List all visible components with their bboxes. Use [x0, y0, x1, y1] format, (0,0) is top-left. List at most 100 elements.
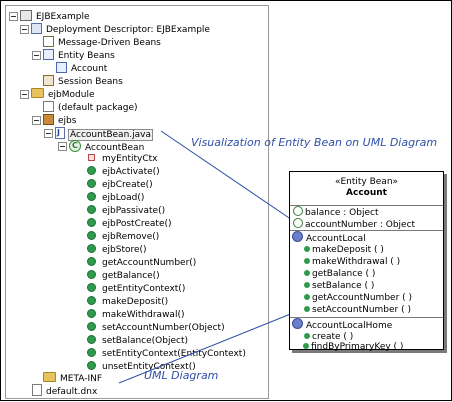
uml-local-interface: AccountLocal — [292, 231, 366, 244]
method-icon — [87, 361, 96, 370]
tree-item-label: ejbActivate() — [102, 167, 160, 177]
collapse-toggle[interactable] — [58, 142, 67, 151]
tree-item-method[interactable]: ejbCreate() — [86, 179, 154, 191]
tree-item-label: makeDeposit() — [102, 297, 169, 307]
tree-item-label: (default package) — [58, 103, 138, 113]
collapse-toggle[interactable] — [20, 25, 29, 34]
tree-item-default-dnx[interactable]: default.dnx — [32, 384, 98, 397]
tree-item-method[interactable]: getBalance() — [86, 270, 161, 282]
method-icon — [304, 333, 310, 339]
tree-item-label: Deployment Descriptor: EJBExample — [46, 25, 210, 35]
tree-item-method[interactable]: setEntityContext(EntityContext) — [86, 348, 247, 360]
method-icon — [87, 309, 96, 318]
collapse-toggle[interactable] — [44, 129, 53, 138]
method-icon — [87, 296, 96, 305]
collapse-toggle[interactable] — [32, 116, 41, 125]
method-icon — [87, 283, 96, 292]
tree-item-session-beans[interactable]: Session Beans — [43, 75, 124, 87]
collapse-toggle[interactable] — [32, 51, 41, 60]
interface-icon — [292, 318, 303, 329]
empty-package-icon — [43, 101, 54, 112]
uml-method: makeDeposit ( ) — [304, 244, 384, 256]
method-icon — [87, 244, 96, 253]
uml-header: «Entity Bean» Account — [290, 172, 443, 206]
uml-entity-bean-box[interactable]: «Entity Bean» Account balance : Object a… — [289, 171, 444, 350]
visualization-arrow — [160, 130, 302, 227]
tree-item-label: ejbRemove() — [102, 232, 160, 242]
java-file-icon — [55, 127, 65, 139]
uml-attribute: balance : Object — [293, 206, 379, 218]
tree-item-label: ejbLoad() — [102, 193, 145, 203]
tree-item-method[interactable]: getEntityContext() — [86, 283, 186, 295]
collapse-toggle[interactable] — [9, 12, 18, 21]
tree-item-method[interactable]: ejbStore() — [86, 244, 148, 256]
tree-item-account[interactable]: Account — [56, 62, 108, 74]
tree-item-ejbmodule[interactable]: ejbModule — [31, 88, 95, 100]
tree-item-label: EJBExample — [36, 12, 90, 22]
tree-item-message-driven-beans[interactable]: Message-Driven Beans — [43, 36, 162, 48]
method-icon — [304, 258, 310, 264]
tree-item-label: default.dnx — [46, 387, 98, 397]
field-icon — [88, 154, 95, 161]
session-beans-icon — [43, 75, 54, 86]
class-icon — [69, 140, 81, 152]
uml-diagram-annotation: UML Diagram — [144, 369, 219, 382]
method-icon — [304, 294, 310, 300]
method-icon — [87, 205, 96, 214]
uml-method: setBalance ( ) — [304, 280, 374, 292]
entity-beans-icon — [43, 49, 54, 60]
divider — [290, 230, 443, 231]
method-icon — [87, 218, 96, 227]
folder-icon — [43, 372, 56, 382]
interface-icon — [292, 231, 303, 242]
package-icon — [43, 114, 54, 125]
tree-item-method[interactable]: setBalance(Object) — [86, 335, 189, 347]
tree-item-method[interactable]: ejbPostCreate() — [86, 218, 173, 230]
tree-item-entity-beans[interactable]: Entity Beans — [43, 49, 116, 61]
tree-item-label: unsetEntityContext() — [102, 362, 196, 372]
tree-item-method[interactable]: ejbActivate() — [86, 166, 161, 178]
uml-method: findByPrimaryKey ( ) — [303, 341, 403, 353]
method-icon — [87, 192, 96, 201]
tree-item-accountbean-class[interactable]: AccountBean — [69, 140, 145, 153]
tree-item-label: ejbModule — [48, 90, 95, 100]
tree-item-method[interactable]: ejbPassivate() — [86, 205, 166, 217]
tree-item-label: makeWithdrawal() — [102, 310, 185, 320]
tree-item-default-package[interactable]: (default package) — [43, 101, 139, 113]
tree-item-field[interactable]: myEntityCtx — [86, 153, 159, 165]
uml-attribute: accountNumber : Object — [293, 218, 415, 230]
attribute-icon — [293, 206, 303, 216]
project-explorer-tree[interactable]: EJBExample Deployment Descriptor: EJBExa… — [5, 5, 269, 399]
tree-item-meta-inf[interactable]: META-INF — [43, 372, 103, 384]
project-icon — [20, 10, 32, 21]
method-icon — [303, 343, 309, 349]
tree-item-method[interactable]: setAccountNumber(Object) — [86, 322, 226, 334]
message-driven-beans-icon — [43, 36, 54, 47]
tree-item-accountbean-java[interactable]: AccountBean.java — [55, 127, 153, 141]
tree-item-project[interactable]: EJBExample — [20, 10, 91, 22]
tree-item-label: Entity Beans — [58, 51, 115, 61]
method-icon — [87, 348, 96, 357]
collapse-toggle[interactable] — [20, 90, 29, 99]
tree-item-method[interactable]: makeWithdrawal() — [86, 309, 185, 321]
tree-item-label: setEntityContext(EntityContext) — [102, 349, 246, 359]
tree-item-method[interactable]: unsetEntityContext() — [86, 361, 197, 373]
uml-stereotype: «Entity Bean» — [334, 177, 399, 187]
tree-item-method[interactable]: ejbRemove() — [86, 231, 160, 243]
tree-item-label: ejbs — [58, 116, 77, 126]
method-icon — [304, 270, 310, 276]
tree-item-method[interactable]: getAccountNumber() — [86, 257, 197, 269]
method-icon — [87, 231, 96, 240]
tree-item-deployment-descriptor[interactable]: Deployment Descriptor: EJBExample — [31, 23, 211, 35]
method-icon — [304, 282, 310, 288]
tree-item-label: AccountBean — [85, 143, 145, 153]
uml-class-name: Account — [346, 188, 387, 198]
method-icon — [87, 179, 96, 188]
method-icon — [87, 270, 96, 279]
tree-item-ejbs[interactable]: ejbs — [43, 114, 77, 126]
tree-item-method[interactable]: ejbLoad() — [86, 192, 145, 204]
divider — [290, 317, 443, 318]
tree-item-method[interactable]: makeDeposit() — [86, 296, 169, 308]
